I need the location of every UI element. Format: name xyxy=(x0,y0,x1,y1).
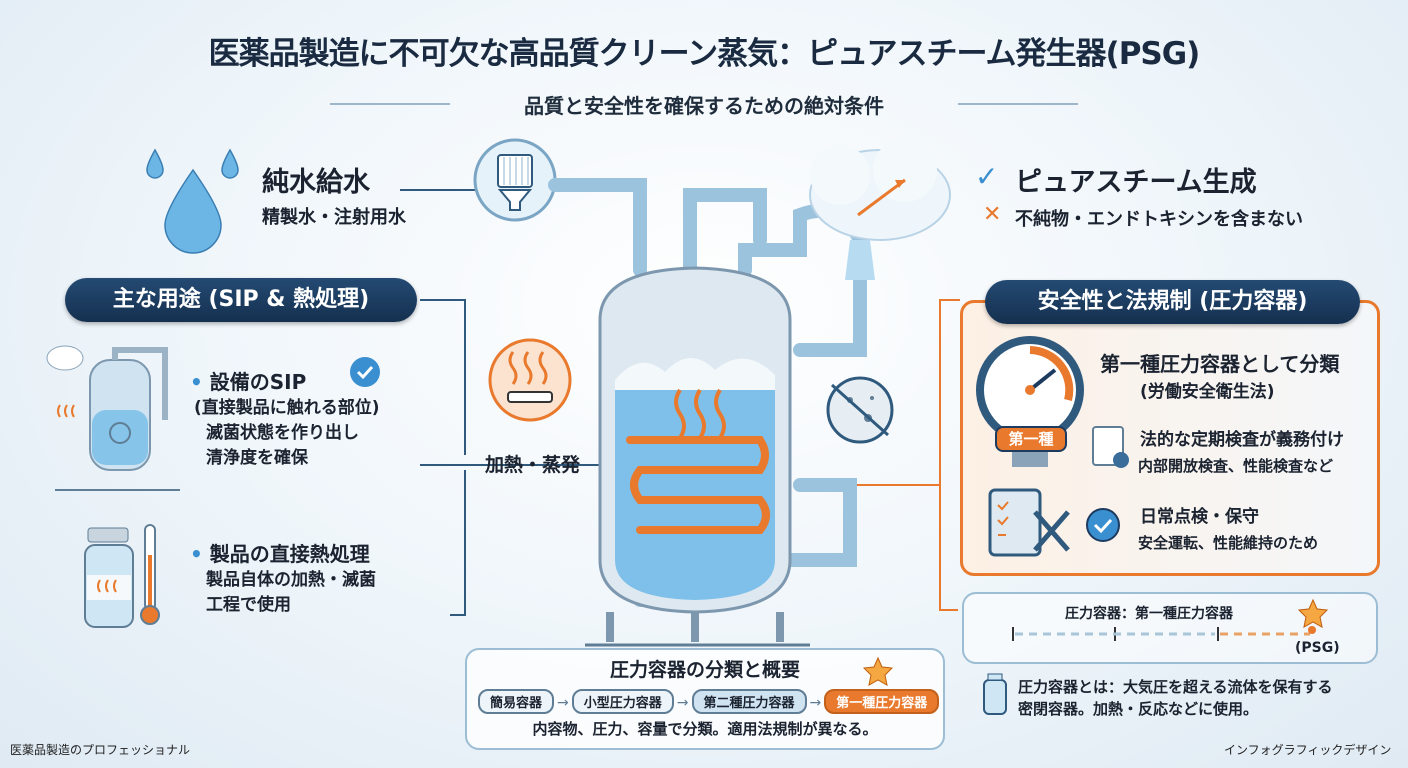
page-title: 医薬品製造に不可欠な高品質クリーン蒸気：ピュアスチーム発生器(PSG) xyxy=(208,36,1201,72)
pressure-vessel-definition: 圧力容器とは：大気圧を超える流体を保有する 密閉容器。加熱・反応などに使用。 xyxy=(1018,676,1333,720)
use-title: • 製品の直接熱処理 xyxy=(190,542,370,566)
use-line: (直接製品に触れる部位) xyxy=(194,398,380,418)
use-item-sip: • 設備のSIP (直接製品に触れる部位) 滅菌状態を作り出し 清浄度を確保 xyxy=(190,368,380,471)
cross-icon: ✕ xyxy=(983,202,1002,227)
arrow-icon: → xyxy=(557,695,569,711)
classes-flow: 簡易容器→小型圧力容器→第二種圧力容器→第一種圧力容器 xyxy=(478,689,940,714)
filter-icon xyxy=(473,138,557,222)
page-subtitle: 品質と安全性を確保するための絶対条件 xyxy=(524,94,884,118)
classes-title: 圧力容器の分類と概要 xyxy=(609,659,800,681)
sip-tank-icon xyxy=(46,345,180,491)
use-item-heat-treatment: • 製品の直接熱処理 製品自体の加熱・滅菌 工程で使用 xyxy=(190,540,376,618)
left-bracket-line xyxy=(420,299,466,616)
class-step: 簡易容器 xyxy=(478,689,555,714)
gauge-badge: 第一種 xyxy=(995,426,1067,452)
heating-label: 加熱・蒸発 xyxy=(485,454,581,476)
right-connector xyxy=(800,299,960,611)
use-title: • 設備のSIP xyxy=(190,370,307,394)
container-icon xyxy=(983,673,1007,715)
law-name: (労働安全衛生法) xyxy=(1140,382,1275,402)
maintenance-title: 日常点検・保守 xyxy=(1140,507,1259,527)
scale-marker: (PSG) xyxy=(1295,640,1340,656)
safety-header: 安全性と法規制 (圧力容器) xyxy=(985,280,1360,324)
class-step: 小型圧力容器 xyxy=(571,689,674,714)
footer-right: インフォグラフィックデザイン xyxy=(1224,743,1392,757)
footer-left: 医薬品製造のプロフェッショナル xyxy=(10,743,191,757)
inspection-detail: 内部開放検査、性能検査など xyxy=(1138,457,1334,475)
output-title: ピュアスチーム生成 xyxy=(1015,167,1257,198)
classification: 第一種圧力容器として分類 xyxy=(1100,352,1340,376)
use-line: 工程で使用 xyxy=(206,595,291,615)
water-drop-icon xyxy=(146,148,239,254)
divider xyxy=(330,103,450,105)
input-title: 純水給水 xyxy=(262,167,370,198)
scale-title: 圧力容器：第一種圧力容器 xyxy=(1065,606,1233,622)
contaminant-blocked-icon xyxy=(826,376,894,444)
vial-thermometer-icon xyxy=(84,524,160,628)
class-step: 第二種圧力容器 xyxy=(691,689,807,714)
inspection-title: 法的な定期検査が義務付け xyxy=(1140,430,1344,450)
class-step-highlighted: 第一種圧力容器 xyxy=(824,689,940,714)
arrow-icon: → xyxy=(676,695,689,711)
definition-line: 密閉容器。加熱・反応などに使用。 xyxy=(1018,700,1259,718)
pure-steam-generator-vessel xyxy=(585,266,810,647)
use-line: 滅菌状態を作り出し xyxy=(206,423,359,443)
input-subtitle: 精製水・注射用水 xyxy=(262,207,406,228)
use-line: 製品自体の加熱・滅菌 xyxy=(206,570,376,590)
definition-line: 圧力容器とは：大気圧を超える流体を保有する xyxy=(1018,678,1333,696)
divider xyxy=(958,103,1078,105)
maintenance-detail: 安全運転、性能維持のため xyxy=(1138,534,1319,552)
uses-header: 主な用途 (SIP & 熱処理) xyxy=(65,278,417,322)
output-note: 不純物・エンドトキシンを含まない xyxy=(1015,209,1303,230)
heater-icon xyxy=(488,338,572,422)
steam-cloud-icon xyxy=(809,138,951,280)
check-icon xyxy=(350,357,380,387)
use-line: 清浄度を確保 xyxy=(206,448,308,468)
classes-note: 内容物、圧力、容量で分類。適用法規制が異なる。 xyxy=(532,720,878,738)
arrow-icon: → xyxy=(809,695,822,711)
check-icon: ✓ xyxy=(975,160,999,193)
